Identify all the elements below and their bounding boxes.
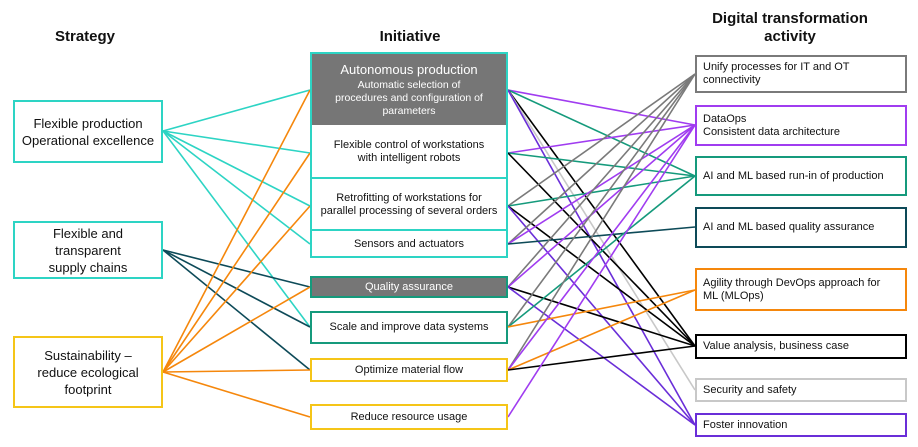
link-D-1 [507, 124, 696, 245]
activity-unify-it-ot: Unify processes for IT and OT connectivi… [695, 55, 907, 93]
strategy-3-line2: reduce ecological [37, 364, 139, 380]
link-G-5 [507, 345, 696, 371]
link-C-7 [507, 205, 696, 426]
link-S1-C [162, 130, 311, 207]
strategy-1-line2: Operational excellence [21, 132, 155, 148]
activity-value-analysis: Value analysis, business case [695, 334, 907, 359]
activity-mlops: Agility through DevOps approach for ML (… [695, 268, 907, 311]
link-S3-G [162, 369, 311, 373]
strategy-2-line1: Flexible and [52, 225, 124, 241]
link-S3-H [162, 371, 311, 418]
initiative-retrofitting: Retrofitting of workstations for paralle… [312, 181, 506, 231]
link-A-7 [507, 89, 696, 426]
strategy-1-line1: Flexible production [33, 115, 143, 131]
autonomous-sub-2: procedures and configuration of [335, 92, 483, 104]
link-A-1 [507, 89, 696, 126]
link-E-7 [507, 286, 696, 426]
activity-security-safety: Security and safety [695, 378, 907, 402]
activity-header: Digital transformation activity [690, 10, 890, 46]
flexible-control-line1: Flexible control of workstations [333, 139, 485, 151]
link-A-2 [507, 89, 696, 177]
strategy-flexible-production: Flexible production Operational excellen… [13, 100, 163, 163]
initiative-autonomous-production: Autonomous production Automatic selectio… [312, 54, 506, 125]
link-S3-E [162, 286, 311, 373]
initiative-quality-assurance: Quality assurance [310, 276, 508, 298]
link-S1-F [162, 130, 311, 328]
link-S2-E [162, 249, 311, 288]
activity-dataops: DataOps Consistent data architecture [695, 105, 907, 146]
strategy-supply-chains: Flexible and transparent supply chains [13, 221, 163, 279]
activity-2-line2: Consistent data architecture [703, 125, 840, 138]
activity-1-line1: Unify processes for IT and OT [703, 61, 850, 73]
resource-label: Reduce resource usage [350, 410, 468, 423]
initiative-reduce-resource: Reduce resource usage [310, 404, 508, 430]
activity-7-label: Security and safety [703, 383, 797, 396]
link-S1-B [162, 130, 311, 154]
retrofit-line1: Retrofitting of workstations for [336, 192, 482, 204]
activity-header-line2: activity [764, 28, 816, 45]
activity-3-label: AI and ML based run-in of production [703, 169, 884, 182]
activity-ai-ml-quality: AI and ML based quality assurance [695, 207, 907, 248]
link-S3-C [162, 205, 311, 373]
retrofit-line2: parallel processing of several orders [320, 205, 498, 217]
link-C-2 [507, 175, 696, 207]
activity-1-line2: connectivity [703, 74, 761, 86]
link-C-0 [507, 73, 696, 207]
autonomous-title: Autonomous production [340, 62, 478, 77]
activity-5-line2: ML (MLOps) [703, 289, 764, 302]
link-B-2 [507, 152, 696, 177]
link-S2-G [162, 249, 311, 371]
link-B-1 [507, 124, 696, 154]
link-S3-B [162, 152, 311, 373]
activity-6-label: Value analysis, business case [703, 340, 849, 352]
flexible-control-line2: with intelligent robots [357, 152, 461, 164]
link-E-5 [507, 286, 696, 347]
link-F-2 [507, 175, 696, 328]
link-G-4 [507, 289, 696, 371]
link-A-6 [507, 89, 696, 391]
link-G-1 [507, 124, 696, 371]
strategy-sustainability: Sustainability – reduce ecological footp… [13, 336, 163, 408]
link-S1-A [162, 89, 311, 132]
link-B-5 [507, 152, 696, 347]
sensors-label: Sensors and actuators [353, 238, 465, 250]
autonomous-sub-3: parameters [382, 105, 436, 117]
activity-header-line1: Digital transformation [712, 10, 868, 27]
initiative-flexible-control: Flexible control of workstations with in… [312, 127, 506, 179]
link-C-5 [507, 205, 696, 347]
quality-label: Quality assurance [364, 280, 454, 293]
initiative-optimize-material-flow: Optimize material flow [310, 358, 508, 382]
activity-foster-innovation: Foster innovation [695, 413, 907, 437]
link-E-1 [507, 124, 696, 288]
link-H-1 [507, 124, 696, 418]
link-D-3 [507, 226, 696, 245]
material-label: Optimize material flow [354, 363, 464, 376]
scale-label: Scale and improve data systems [329, 321, 489, 333]
initiative-sensors-actuators: Sensors and actuators [312, 233, 506, 256]
activity-8-label: Foster innovation [703, 418, 788, 431]
autonomous-sub-1: Automatic selection of [357, 79, 461, 91]
activity-ai-ml-run-in: AI and ML based run-in of production [695, 156, 907, 196]
strategy-2-line3: supply chains [48, 259, 128, 275]
strategy-3-line3: footprint [64, 381, 112, 397]
link-E-0 [507, 73, 696, 288]
strategy-2-line2: transparent [55, 242, 121, 258]
initiative-autonomous-group [310, 52, 508, 258]
link-F-0 [507, 73, 696, 328]
activity-2-line1: DataOps [703, 112, 747, 125]
strategy-header: Strategy [54, 28, 116, 45]
initiative-scale-data-systems: Scale and improve data systems [310, 311, 508, 344]
activity-5-line1: Agility through DevOps approach for [703, 276, 881, 289]
initiative-header: Initiative [379, 28, 441, 45]
link-S3-A [162, 89, 311, 373]
activity-4-label: AI and ML based quality assurance [703, 221, 875, 233]
link-D-0 [507, 73, 696, 245]
link-G-0 [507, 73, 696, 371]
strategy-3-line1: Sustainability – [44, 347, 132, 363]
link-S1-D [162, 130, 311, 245]
